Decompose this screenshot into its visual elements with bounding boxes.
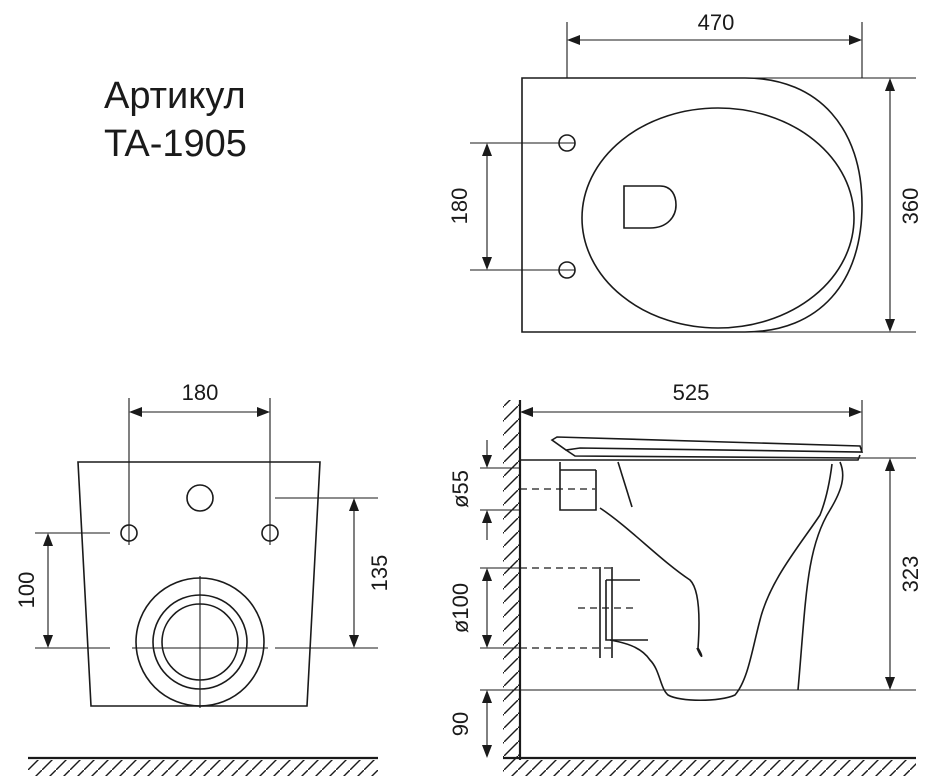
- bowl-body: [520, 454, 861, 691]
- inlet-hole: [186, 484, 214, 512]
- product-title: Артикул TA-1905: [104, 72, 247, 168]
- article-number: TA-1905: [104, 123, 247, 165]
- top-width-label: 470: [698, 10, 735, 35]
- front-hole-height-label: 100: [14, 572, 39, 609]
- front-floor-hatch: [28, 760, 378, 776]
- bowl-rim: [581, 107, 855, 329]
- front-view-outline: [77, 461, 321, 707]
- outlet-diameter-label: ø100: [448, 583, 473, 633]
- front-upper-hole-height-label: 135: [367, 555, 392, 592]
- top-view: 180 470 360: [447, 10, 923, 333]
- outlet-slot: [623, 185, 677, 229]
- top-depth-label: 360: [898, 188, 923, 225]
- bowl-inner-contour: [599, 507, 703, 658]
- top-view-outline: [521, 77, 863, 333]
- floor-gap-label: 90: [448, 712, 473, 736]
- front-view: 180 100 135: [14, 380, 392, 776]
- seat-lid: [550, 436, 864, 453]
- side-view: 525 323 ø55 ø100 90: [448, 380, 923, 776]
- inlet-diameter-label: ø55: [448, 470, 473, 508]
- wall-hatch: [503, 400, 519, 760]
- top-hole-spacing-label: 180: [447, 188, 472, 225]
- side-floor-hatch: [503, 760, 916, 776]
- side-height-label: 323: [898, 556, 923, 593]
- side-length-label: 525: [673, 380, 710, 405]
- front-hole-spacing-label: 180: [182, 380, 219, 405]
- article-label: Артикул: [104, 75, 246, 117]
